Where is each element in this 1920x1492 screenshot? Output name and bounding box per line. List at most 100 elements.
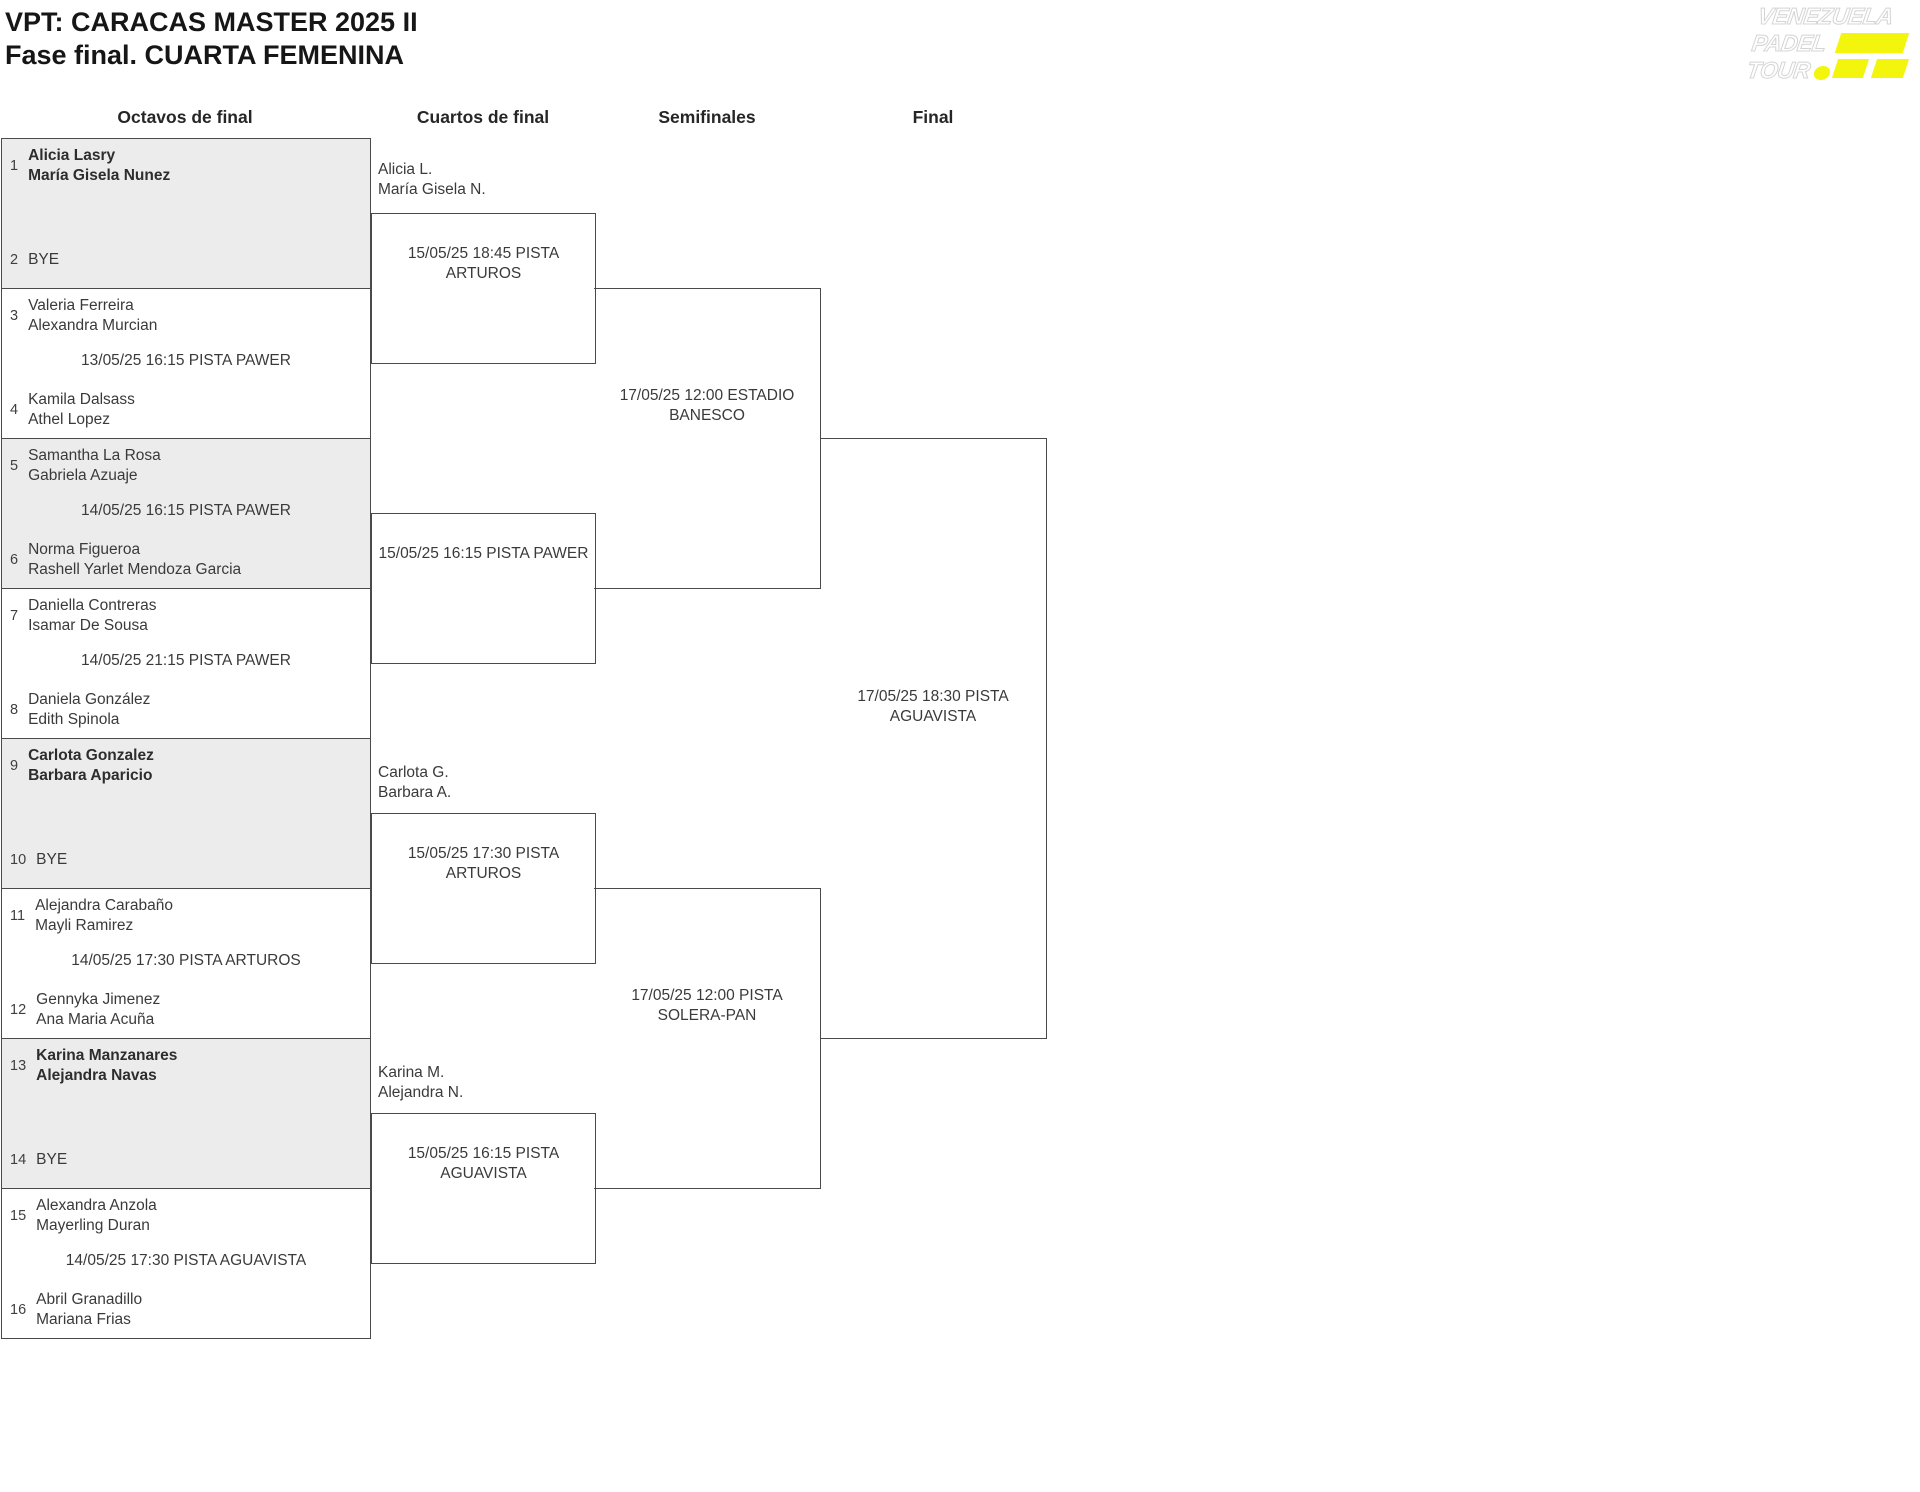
team-name: Rashell Yarlet Mendoza Garcia bbox=[28, 561, 242, 578]
team-name: Mariana Frias bbox=[36, 1311, 131, 1328]
match-schedule: 15/05/25 16:15 PISTA AGUAVISTA bbox=[407, 1145, 560, 1182]
team-name: Norma Figueroa bbox=[28, 541, 141, 558]
match-schedule: 15/05/25 16:15 PISTA PAWER bbox=[378, 545, 589, 562]
seed-number: 13 bbox=[10, 1058, 27, 1074]
seed-number: 14 bbox=[10, 1152, 27, 1168]
logo-accent-shape bbox=[1834, 33, 1910, 53]
seed-number: 9 bbox=[10, 758, 19, 774]
team-name: Edith Spinola bbox=[28, 711, 120, 728]
team-name: Gennyka Jimenez bbox=[36, 991, 161, 1008]
match-schedule: 14/05/25 17:30 PISTA ARTUROS bbox=[71, 952, 301, 969]
team-name: Carlota Gonzalez bbox=[28, 747, 154, 764]
round-header-final: Final bbox=[912, 107, 954, 127]
advancing-team: Alicia L. María Gisela N. bbox=[378, 160, 590, 200]
team-name: Valeria Ferreira bbox=[28, 297, 134, 314]
team-name-short: Alejandra N. bbox=[378, 1084, 464, 1101]
page-title: VPT: CARACAS MASTER 2025 II Fase final. … bbox=[5, 6, 418, 72]
seed-number: 15 bbox=[10, 1208, 27, 1224]
semifinal-match-box-1: 17/05/25 12:00 ESTADIO BANESCO bbox=[594, 288, 821, 589]
logo-text-tour: TOUR bbox=[1745, 57, 1812, 84]
team-name-short: María Gisela N. bbox=[378, 181, 486, 198]
team-name-short: Alicia L. bbox=[378, 161, 433, 178]
match-schedule: 14/05/25 21:15 PISTA PAWER bbox=[81, 652, 291, 669]
team-name: Daniella Contreras bbox=[28, 597, 157, 614]
match-schedule: 13/05/25 16:15 PISTA PAWER bbox=[81, 352, 291, 369]
seed-number: 2 bbox=[10, 252, 19, 268]
logo-accent-shape bbox=[1812, 66, 1832, 80]
bye-label: BYE bbox=[36, 1151, 68, 1168]
final-match-box: 17/05/25 18:30 PISTA AGUAVISTA bbox=[820, 438, 1047, 1039]
match-schedule: 17/05/25 12:00 ESTADIO BANESCO bbox=[619, 387, 795, 424]
bye-label: BYE bbox=[36, 851, 68, 868]
phase-title: Fase final. CUARTA FEMENINA bbox=[5, 40, 405, 70]
team-name: Alejandra Carabaño bbox=[35, 897, 173, 914]
advancing-team: Carlota G. Barbara A. bbox=[378, 763, 590, 803]
team-name: Kamila Dalsass bbox=[28, 391, 135, 408]
logo-text-padel: PADEL bbox=[1750, 30, 1828, 57]
seed-number: 16 bbox=[10, 1302, 27, 1318]
cuartos-match-box-1: 15/05/25 18:45 PISTA ARTUROS bbox=[371, 213, 596, 364]
seed-number: 7 bbox=[10, 608, 19, 624]
seed-number: 8 bbox=[10, 702, 19, 718]
round-header-semifinales: Semifinales bbox=[658, 107, 756, 127]
cuartos-match-box-3: 15/05/25 17:30 PISTA ARTUROS bbox=[371, 813, 596, 964]
team-name: María Gisela Nunez bbox=[28, 167, 171, 184]
team-name: Alejandra Navas bbox=[36, 1067, 157, 1084]
team-name-short: Carlota G. bbox=[378, 764, 449, 781]
team-name: Alicia Lasry bbox=[28, 147, 116, 164]
match-schedule: 15/05/25 17:30 PISTA ARTUROS bbox=[407, 845, 560, 882]
seed-number: 10 bbox=[10, 852, 27, 868]
team-name-short: Barbara A. bbox=[378, 784, 452, 801]
team-name: Samantha La Rosa bbox=[28, 447, 161, 464]
cuartos-match-box-4: 15/05/25 16:15 PISTA AGUAVISTA bbox=[371, 1113, 596, 1264]
match-schedule: 17/05/25 12:00 PISTA SOLERA-PAN bbox=[631, 987, 783, 1024]
seed-number: 5 bbox=[10, 458, 19, 474]
team-name: Athel Lopez bbox=[28, 411, 110, 428]
match-schedule: 17/05/25 18:30 PISTA AGUAVISTA bbox=[857, 688, 1009, 725]
seed-number: 3 bbox=[10, 308, 19, 324]
team-name: Alexandra Anzola bbox=[36, 1197, 157, 1214]
seed-number: 11 bbox=[10, 908, 26, 924]
team-name: Alexandra Murcian bbox=[28, 317, 158, 334]
semifinal-match-box-2: 17/05/25 12:00 PISTA SOLERA-PAN bbox=[594, 888, 821, 1189]
team-name: Karina Manzanares bbox=[36, 1047, 178, 1064]
team-name: Mayli Ramirez bbox=[35, 917, 134, 934]
match-schedule: 14/05/25 16:15 PISTA PAWER bbox=[81, 502, 291, 519]
seed-number: 4 bbox=[10, 402, 19, 418]
team-name-short: Karina M. bbox=[378, 1064, 445, 1081]
team-name: Barbara Aparicio bbox=[28, 767, 153, 784]
seed-number: 6 bbox=[10, 552, 19, 568]
seed-number: 1 bbox=[10, 158, 19, 174]
logo-accent-shape bbox=[1870, 59, 1910, 78]
round-header-octavos: Octavos de final bbox=[117, 107, 253, 127]
seed-number: 12 bbox=[10, 1002, 27, 1018]
cuartos-match-box-2: 15/05/25 16:15 PISTA PAWER bbox=[371, 513, 596, 664]
team-name: Mayerling Duran bbox=[36, 1217, 150, 1234]
round-header-cuartos: Cuartos de final bbox=[416, 107, 550, 127]
match-schedule: 15/05/25 18:45 PISTA ARTUROS bbox=[407, 245, 560, 282]
logo-text-venezuela: VENEZUELA bbox=[1756, 3, 1895, 30]
bracket-slot: 14 BYE bbox=[10, 1139, 366, 1181]
advancing-team: Karina M. Alejandra N. bbox=[378, 1063, 590, 1103]
bye-label: BYE bbox=[28, 251, 60, 268]
bracket-slot: 2 BYE bbox=[10, 239, 366, 281]
